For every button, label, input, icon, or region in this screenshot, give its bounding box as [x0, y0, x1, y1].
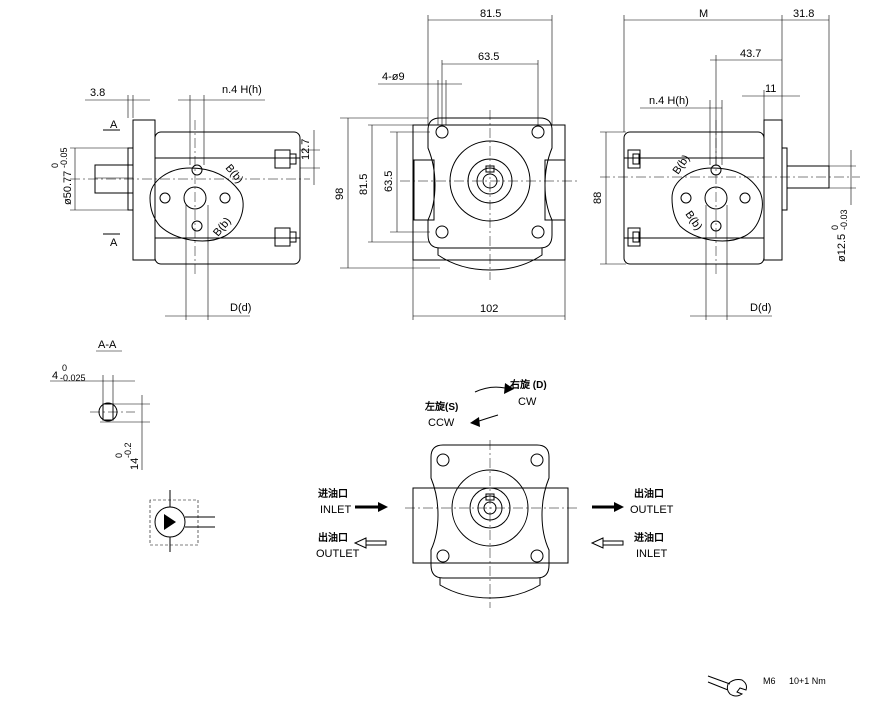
right-body [623, 131, 765, 265]
dim-63-5-vert: 63.5 [383, 171, 395, 192]
key-width: 4 [52, 370, 58, 382]
outlet-left-en: OUTLET [316, 548, 360, 560]
inlet-left-arrow [378, 502, 388, 512]
tol-50-77-hi: 0 [50, 163, 60, 168]
rotation-right-en: CW [518, 396, 537, 408]
outlet-left-arrow [353, 537, 367, 549]
depth-tol-lo: -0.2 [123, 442, 133, 458]
dim-98: 98 [334, 188, 346, 200]
rotation-body [412, 487, 569, 564]
inlet-right-cn: 进油口 [634, 531, 664, 544]
outlet-right-arrow [614, 502, 624, 512]
key-tol-hi: 0 [62, 363, 67, 373]
right-flange [763, 119, 783, 261]
dim-12-7: 12.7 [300, 139, 312, 160]
wrench-icon [707, 675, 747, 697]
dim-81-5-vert: 81.5 [358, 174, 370, 195]
b-label-4: B(b) [683, 209, 705, 233]
torque-bolt: M6 [763, 676, 776, 686]
b-label-2: B(b) [211, 215, 234, 239]
left-port-flange [149, 167, 244, 242]
center-view: 81.5 63.5 4-ø9 98 81.5 63.5 102 [334, 8, 580, 320]
dim-phi-12-5: ø12.5 [836, 234, 848, 262]
tol-12-5-lo: -0.03 [839, 209, 849, 230]
tol-50-77-lo: -0.05 [59, 147, 69, 168]
dim-n4-h-left: n.4 H(h) [222, 84, 262, 96]
section-mark-a-top: A [110, 119, 118, 131]
section-mark-a-bottom: A [110, 237, 118, 249]
rotation-left-en: CCW [428, 417, 455, 429]
cw-arrow [474, 386, 506, 393]
rotation-right-cn: 右旋 (D) [509, 378, 547, 391]
b-label-1: B(b) [223, 162, 246, 186]
inlet-right-arrow [590, 537, 604, 549]
right-port-flange [671, 167, 763, 242]
section-title: A-A [98, 339, 117, 351]
dim-4-phi-9: 4-ø9 [382, 71, 405, 83]
dim-63-5-top: 63.5 [478, 51, 499, 63]
depth-tol-hi: 0 [114, 453, 124, 458]
dim-n4-h-right: n.4 H(h) [649, 95, 689, 107]
outlet-right-cn: 出油口 [634, 487, 664, 500]
inlet-left-cn: 进油口 [318, 487, 348, 500]
dim-phi-50-77: ø50.77 [62, 171, 74, 205]
dim-d-right: D(d) [750, 302, 771, 314]
key-depth: 14 [129, 458, 141, 470]
key-tol-lo: -0.025 [60, 373, 86, 383]
rotation-diagram: 右旋 (D) CW 左旋(S) CCW 进油口 INLET 出油口 OUTLET… [316, 378, 674, 608]
dim-81-5-top: 81.5 [480, 8, 501, 20]
dim-3-8: 3.8 [90, 87, 105, 99]
center-flange [427, 117, 553, 249]
section-a-a: A-A 4 0 -0.025 14 0 -0.2 [50, 339, 150, 470]
dim-d-left: D(d) [230, 302, 251, 314]
outlet-left-cn: 出油口 [318, 531, 348, 544]
left-body [154, 131, 301, 265]
dim-43-7: 43.7 [740, 48, 761, 60]
tol-12-5-hi: 0 [830, 225, 840, 230]
center-body [412, 124, 566, 261]
outlet-right-en: OUTLET [630, 504, 674, 516]
dim-88: 88 [592, 192, 604, 204]
right-view: B(b) B(b) M 31.8 43.7 11 n.4 H(h) 88 ø12… [592, 8, 860, 320]
dim-31-8: 31.8 [793, 8, 814, 20]
dim-11: 11 [765, 83, 776, 95]
torque-note: M6 10+1 Nm [707, 675, 826, 697]
left-view: B(b) B(b) A A 3.8 n.4 H(h) 12.7 ø50.77 0… [50, 84, 320, 320]
hydraulic-symbol [149, 490, 215, 552]
dim-m: M [699, 8, 708, 20]
rotation-left-cn: 左旋(S) [424, 400, 458, 413]
inlet-right-en: INLET [636, 548, 667, 560]
torque-value: 10+1 Nm [789, 676, 826, 686]
inlet-left-en: INLET [320, 504, 351, 516]
dim-102: 102 [480, 303, 498, 315]
